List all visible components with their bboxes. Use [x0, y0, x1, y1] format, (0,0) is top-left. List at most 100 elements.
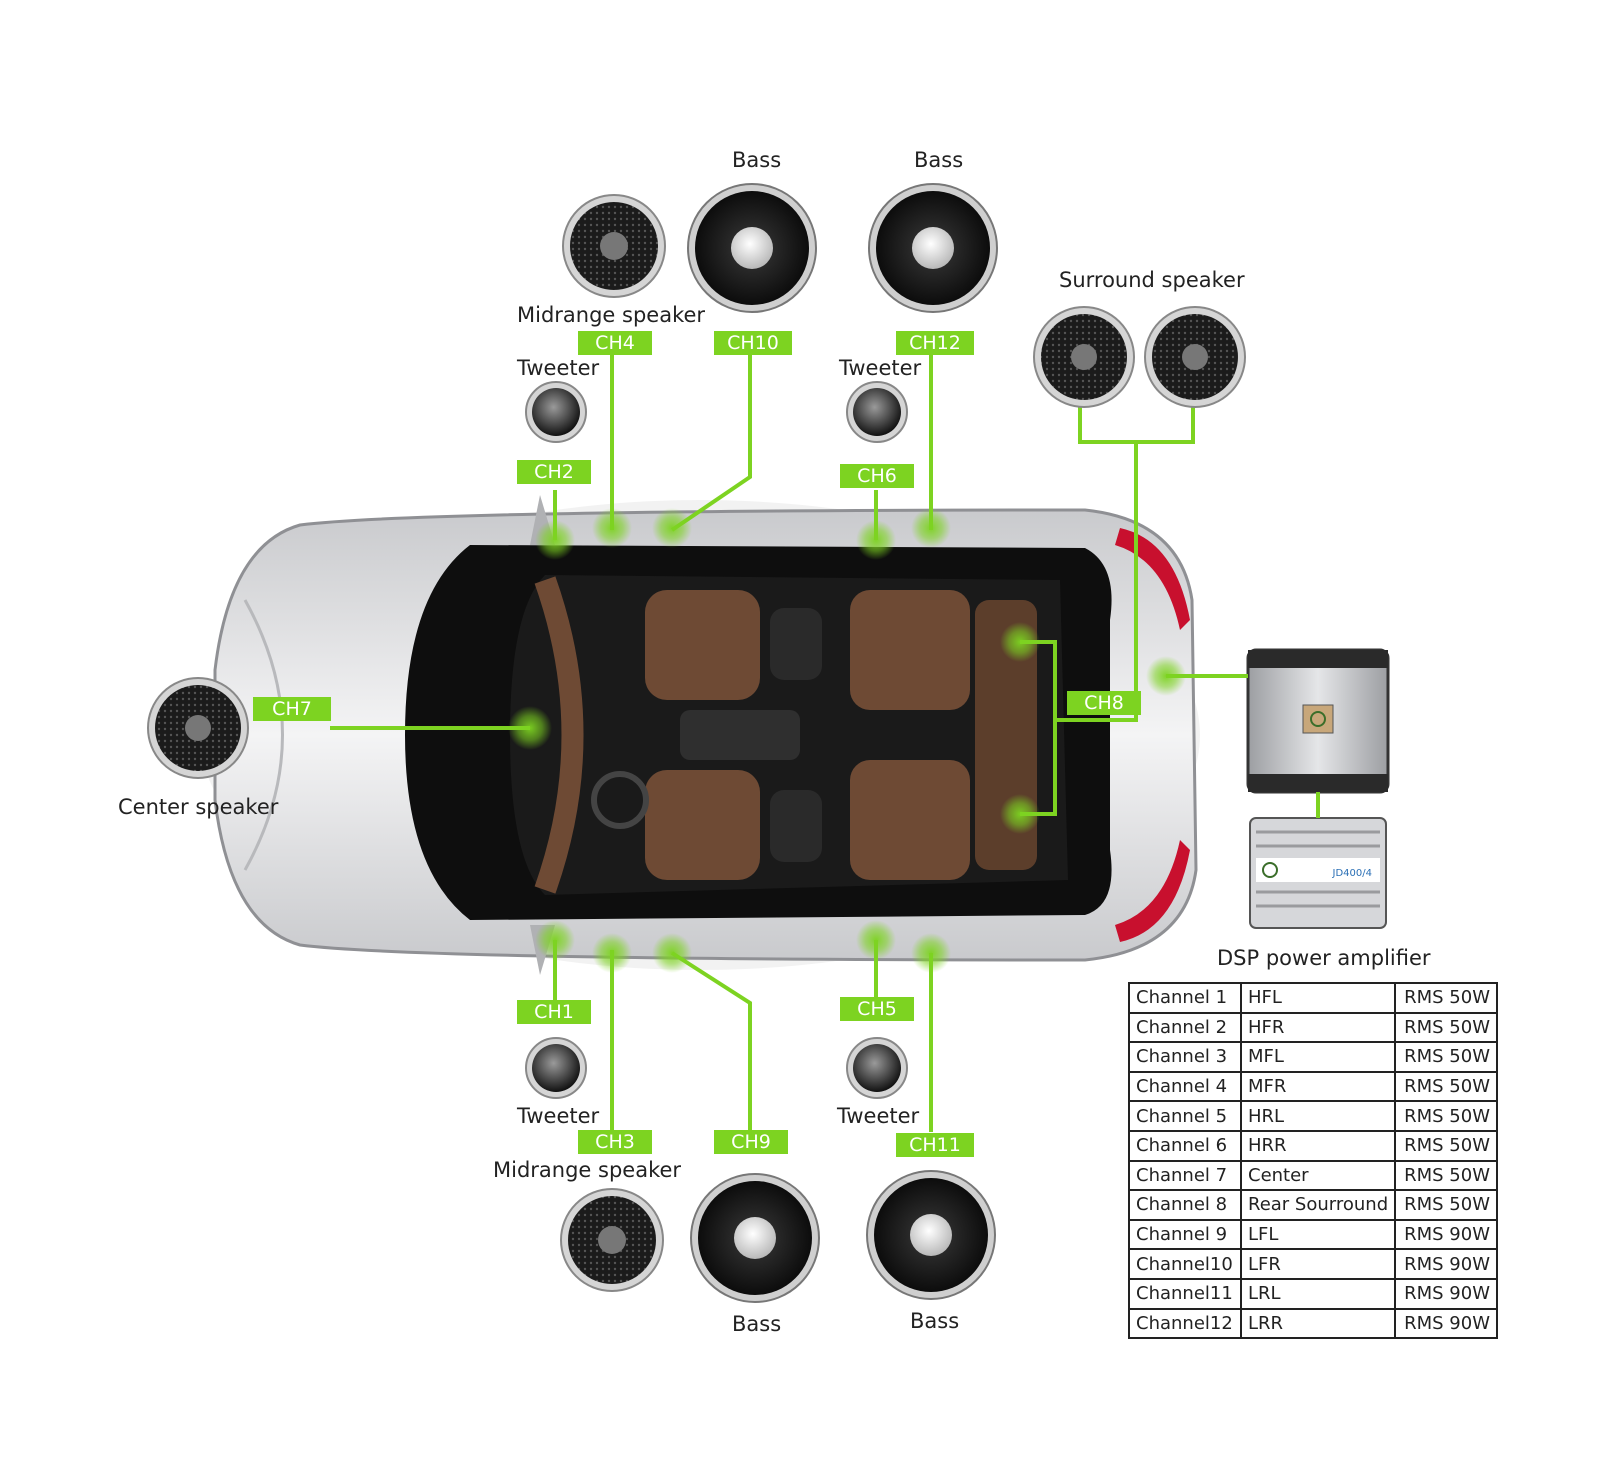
power-cell: RMS 90W [1394, 1218, 1498, 1251]
tag-ch4: CH4 [578, 331, 652, 355]
dsp-amplifier-bottom: JD400/4 [1249, 817, 1387, 929]
amp-model-label: JD400/4 [1332, 868, 1372, 879]
channel-cell: Channel 2 [1128, 1011, 1242, 1044]
label-dsp-amplifier: DSP power amplifier [1217, 946, 1431, 970]
table-row: Channel 4 MFR RMS 50W [1128, 1070, 1498, 1103]
position-cell: LRR [1239, 1307, 1397, 1340]
dsp-amplifier-top [1246, 648, 1390, 794]
label-bass-bottom-right: Bass [910, 1309, 960, 1333]
label-tweeter-top-left: Tweeter [517, 356, 600, 380]
table-row: Channel 3 MFL RMS 50W [1128, 1041, 1498, 1073]
table-row: Channel11 LRL RMS 90W [1128, 1277, 1498, 1310]
power-cell: RMS 50W [1394, 1159, 1498, 1192]
tweeter-icon [846, 381, 908, 443]
bass-speaker-icon [687, 183, 817, 313]
connection-points [508, 508, 1186, 973]
point-ch7 [508, 706, 552, 750]
tweeter-icon [525, 1037, 587, 1099]
channel-cell: Channel 9 [1128, 1218, 1242, 1251]
table-row: Channel 1 HFL RMS 50W [1128, 982, 1498, 1014]
power-cell: RMS 50W [1394, 1100, 1498, 1132]
point-ch8-left [1000, 794, 1040, 834]
tag-ch2: CH2 [517, 460, 591, 484]
car-top-view [200, 495, 1200, 975]
bass-speaker-icon [690, 1173, 820, 1303]
label-surround-speaker: Surround speaker [1059, 268, 1245, 292]
table-row: Channel10 LFR RMS 90W [1128, 1248, 1498, 1280]
point-ch5 [856, 920, 896, 960]
channel-table: Channel 1 HFL RMS 50W Channel 2 HFR RMS … [1128, 982, 1498, 1340]
tag-ch6: CH6 [840, 464, 914, 488]
channel-cell: Channel11 [1128, 1277, 1242, 1310]
tag-ch1: CH1 [517, 1000, 591, 1024]
midrange-speaker-icon [562, 194, 666, 298]
power-cell: RMS 50W [1394, 1041, 1498, 1073]
label-tweeter-bottom-left: Tweeter [517, 1104, 600, 1128]
power-cell: RMS 50W [1394, 982, 1498, 1014]
power-cell: RMS 50W [1394, 1011, 1498, 1044]
channel-cell: Channel10 [1128, 1248, 1242, 1280]
tag-ch7: CH7 [253, 697, 331, 721]
center-speaker-icon [147, 677, 249, 779]
position-cell: MFR [1239, 1070, 1397, 1103]
point-ch6 [856, 520, 896, 560]
tweeter-icon [525, 381, 587, 443]
channel-cell: Channel 4 [1128, 1070, 1242, 1103]
point-ch1 [535, 920, 575, 960]
surround-speaker-icon [1033, 306, 1135, 408]
surround-speaker-icon [1144, 306, 1246, 408]
label-center-speaker: Center speaker [118, 795, 279, 819]
table-row: Channel 8 Rear Sourround RMS 50W [1128, 1189, 1498, 1221]
position-cell: HFR [1239, 1011, 1397, 1044]
tag-ch3: CH3 [578, 1130, 652, 1154]
point-ch2 [535, 520, 575, 560]
label-midrange-top: Midrange speaker [517, 303, 706, 327]
tweeter-icon [846, 1037, 908, 1099]
table-row: Channel 9 LFL RMS 90W [1128, 1218, 1498, 1251]
power-cell: RMS 90W [1394, 1277, 1498, 1310]
tag-ch8: CH8 [1067, 691, 1141, 715]
table-row: Channel 6 HRR RMS 50W [1128, 1129, 1498, 1162]
label-tweeter-bottom-right: Tweeter [837, 1104, 920, 1128]
channel-cell: Channel12 [1128, 1307, 1242, 1340]
point-ch9 [652, 933, 692, 973]
position-cell: LRL [1239, 1277, 1397, 1310]
position-cell: Center [1239, 1159, 1397, 1192]
position-cell: MFL [1239, 1041, 1397, 1073]
power-cell: RMS 50W [1394, 1189, 1498, 1221]
tag-ch9: CH9 [714, 1130, 788, 1154]
tag-ch11: CH11 [896, 1133, 974, 1157]
point-ch11 [911, 933, 951, 973]
table-row: Channel 2 HFR RMS 50W [1128, 1011, 1498, 1044]
channel-cell: Channel 5 [1128, 1100, 1242, 1132]
position-cell: LFL [1239, 1218, 1397, 1251]
table-row: Channel12 LRR RMS 90W [1128, 1307, 1498, 1340]
position-cell: Rear Sourround [1239, 1189, 1397, 1221]
label-tweeter-top-right: Tweeter [839, 356, 922, 380]
bass-speaker-icon [868, 183, 998, 313]
label-bass-top-left: Bass [732, 148, 782, 172]
channel-cell: Channel 1 [1128, 982, 1242, 1014]
table-row: Channel 5 HRL RMS 50W [1128, 1100, 1498, 1132]
point-ch8-right [1000, 622, 1040, 662]
power-cell: RMS 90W [1394, 1307, 1498, 1340]
label-midrange-bottom: Midrange speaker [493, 1158, 682, 1182]
channel-cell: Channel 6 [1128, 1129, 1242, 1162]
point-ch12 [911, 508, 951, 548]
label-bass-bottom-left: Bass [732, 1312, 782, 1336]
midrange-speaker-icon [560, 1188, 664, 1292]
table-row: Channel 7 Center RMS 50W [1128, 1159, 1498, 1192]
tag-ch10: CH10 [714, 331, 792, 355]
position-cell: HFL [1239, 982, 1397, 1014]
power-cell: RMS 90W [1394, 1248, 1498, 1280]
bass-speaker-icon [866, 1170, 996, 1300]
channel-cell: Channel 3 [1128, 1041, 1242, 1073]
point-ch10 [652, 508, 692, 548]
channel-cell: Channel 8 [1128, 1189, 1242, 1221]
tag-ch5: CH5 [840, 997, 914, 1021]
point-amp [1146, 656, 1186, 696]
tag-ch12: CH12 [896, 331, 974, 355]
point-ch4 [592, 508, 632, 548]
point-ch3 [592, 933, 632, 973]
